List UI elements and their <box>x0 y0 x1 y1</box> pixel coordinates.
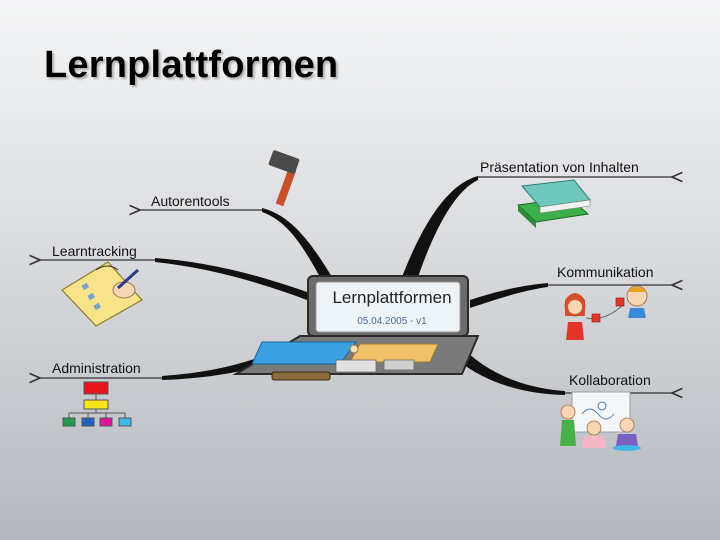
laptop-central-node <box>232 275 480 381</box>
branch-label-praesentation: Präsentation von Inhalten <box>480 159 639 175</box>
branch-label-autorentools: Autorentools <box>151 193 230 209</box>
connector-autorentools <box>262 208 335 286</box>
tin-can-phone-kids-icon <box>564 285 648 340</box>
center-node-title: Lernplattformen <box>332 288 452 307</box>
branch-label-kommunikation: Kommunikation <box>557 264 654 280</box>
collaboration-kids-icon <box>560 391 641 451</box>
branch-label-learntracking: Learntracking <box>52 243 137 259</box>
center-node-date: 05.04.2005 - v1 <box>357 316 427 327</box>
connector-praesentation <box>400 176 478 286</box>
branch-label-kollaboration: Kollaboration <box>569 372 651 388</box>
branch-label-administration: Administration <box>52 360 141 376</box>
slide-title: Lernplattformen <box>44 44 339 86</box>
notepad-writing-icon <box>61 261 143 327</box>
hammer-icon <box>268 150 300 207</box>
books-icon <box>516 179 591 228</box>
connector-learntracking <box>155 258 318 304</box>
connector-kommunikation <box>470 283 548 308</box>
org-chart-icon <box>62 381 132 427</box>
